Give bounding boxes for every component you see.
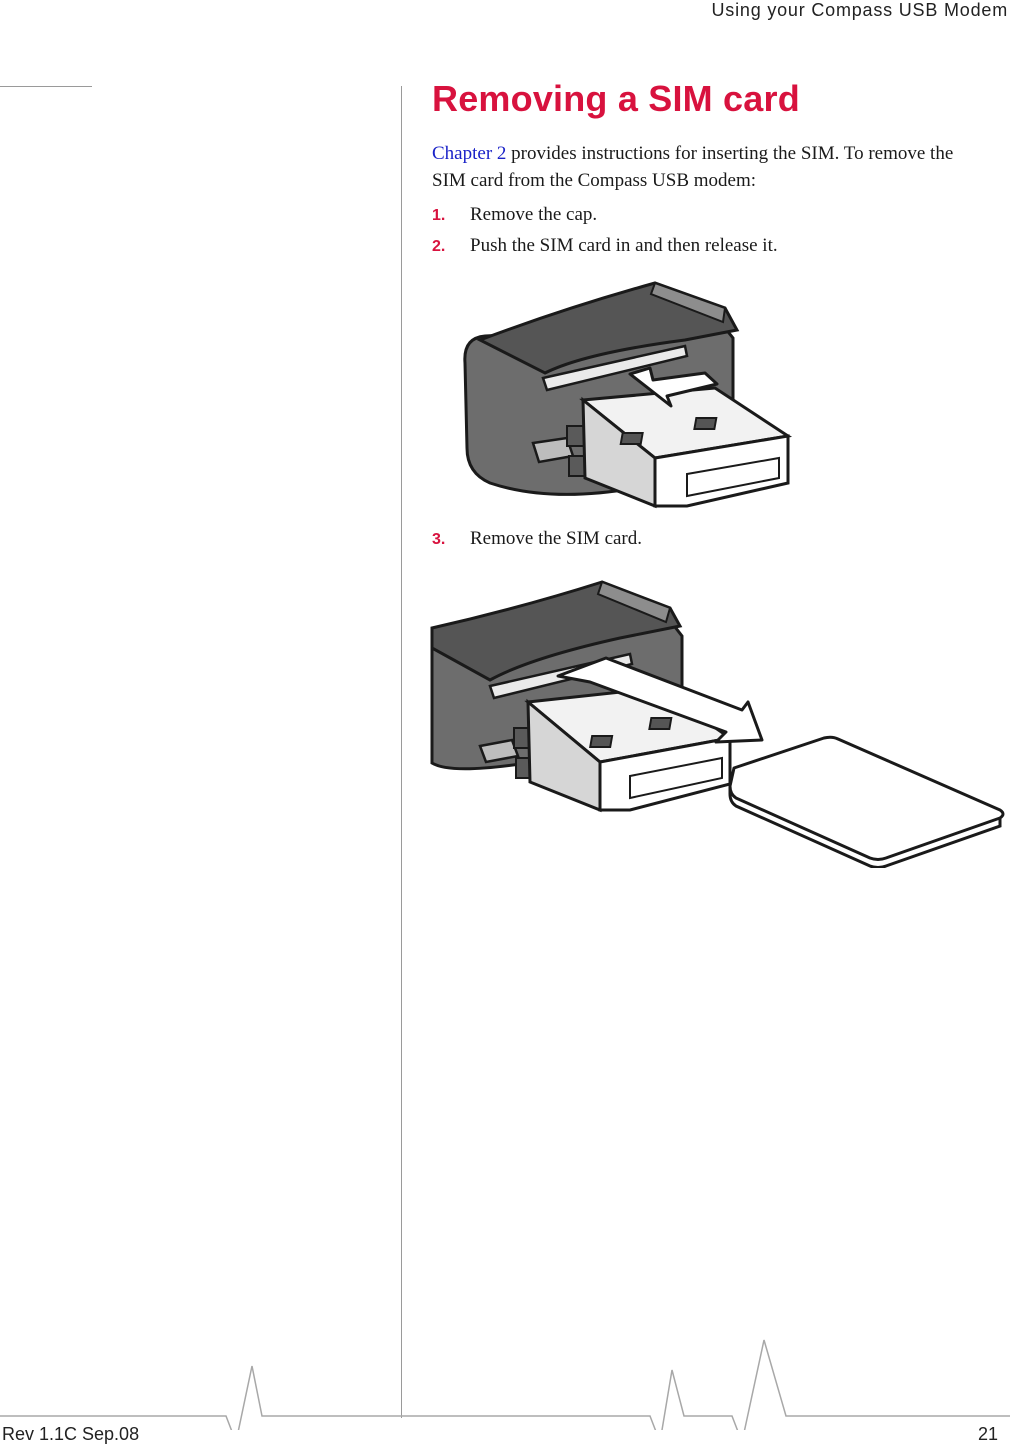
usb-modem-push-sim-illustration bbox=[463, 281, 793, 509]
gutter-rule bbox=[401, 86, 402, 1418]
header-rule bbox=[0, 86, 92, 87]
step-text: Remove the SIM card. bbox=[470, 528, 643, 549]
usb-modem-remove-sim-illustration bbox=[430, 580, 1005, 868]
chapter-link[interactable]: Chapter 2 bbox=[432, 143, 507, 164]
step-number: 1. bbox=[432, 207, 446, 224]
steps-list-a: 1. Remove the cap. 2. Push the SIM card … bbox=[432, 200, 992, 262]
main-content: Removing a SIM card Chapter 2 provides i… bbox=[432, 78, 992, 262]
step-text: Remove the cap. bbox=[470, 204, 598, 225]
footer-revision: Rev 1.1C Sep.08 bbox=[2, 1424, 140, 1444]
footer-wave-graphic bbox=[0, 1339, 1010, 1430]
section-title: Removing a SIM card bbox=[432, 78, 800, 119]
page-number: 21 bbox=[977, 1424, 998, 1444]
step-number: 3. bbox=[432, 531, 446, 548]
steps-list-b: 3. Remove the SIM card. bbox=[432, 524, 642, 555]
step-item: 2. Push the SIM card in and then release… bbox=[432, 231, 992, 262]
step-item: 1. Remove the cap. bbox=[432, 200, 992, 231]
step-text: Push the SIM card in and then release it… bbox=[470, 235, 778, 256]
step-number: 2. bbox=[432, 238, 446, 255]
intro-paragraph: Chapter 2 provides instructions for inse… bbox=[432, 140, 972, 194]
running-header: Using your Compass USB Modem bbox=[711, 0, 1008, 20]
step-item: 3. Remove the SIM card. bbox=[432, 524, 642, 555]
intro-text: provides instructions for inserting the … bbox=[432, 143, 954, 191]
